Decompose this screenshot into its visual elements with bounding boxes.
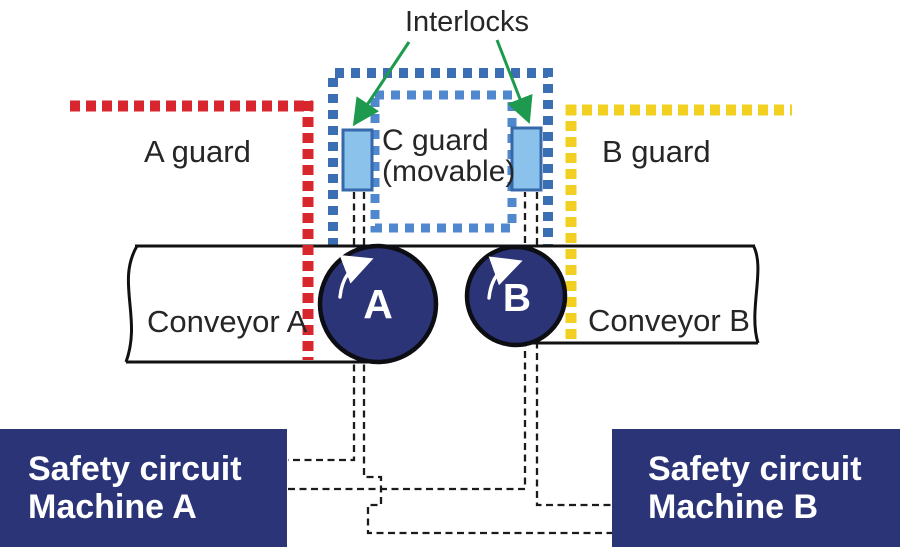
safety-circuit-b-line1: Safety circuit: [648, 450, 862, 488]
interlock-switch-a: [341, 128, 374, 192]
conveyor-a-fill: [126, 246, 378, 362]
conveyor-a-break-edge: [124, 245, 139, 363]
roller-b: [464, 244, 568, 348]
safety-circuit-b-line2: Machine B: [648, 488, 819, 526]
c-guard-inner-fence: [370, 90, 517, 233]
b-guard-label: B guard: [602, 134, 711, 169]
interlock-pointer-right-icon: [495, 39, 533, 124]
conveyor-b-break-edge: [751, 244, 760, 344]
a-guard-fence: [70, 100, 314, 360]
c-guard-label-line2: (movable): [382, 155, 516, 188]
conveyor-b-shape: [518, 244, 760, 345]
roller-a-rotation-arrow-icon: [338, 255, 374, 299]
conveyor-b-label: Conveyor B: [588, 303, 750, 338]
c-guard-label-line1: C guard: [382, 124, 489, 157]
a-guard-label: A guard: [144, 134, 251, 169]
wire-interlock-b-to-machine-a: [288, 192, 527, 491]
safety-circuit-machine-b-box: Safety circuit Machine B: [612, 429, 900, 547]
safety-circuit-a-line1: Safety circuit: [28, 450, 242, 488]
interlocks-label: Interlocks: [404, 6, 530, 38]
roller-b-label: B: [502, 277, 532, 320]
safety-circuit-machine-a-box: Safety circuit Machine A: [0, 429, 287, 547]
safety-circuit-a-line2: Machine A: [28, 488, 197, 526]
conveyor-a-label: Conveyor A: [147, 304, 308, 339]
interlock-pointer-left-icon: [352, 41, 411, 127]
interlock-switch-b: [510, 126, 543, 192]
roller-a-label: A: [363, 281, 393, 327]
wire-interlock-a-to-machine-b: [362, 192, 612, 535]
roller-a: [317, 243, 439, 365]
c-guard-outer-fence: [328, 68, 553, 247]
wire-interlock-a-to-machine-a: [288, 192, 356, 462]
conveyor-b-fill: [518, 245, 758, 343]
b-guard-fence: [565, 104, 792, 343]
c-guard-label: C guard (movable): [382, 125, 515, 187]
conveyor-a-shape: [124, 245, 378, 364]
roller-b-rotation-arrow-icon: [487, 256, 523, 300]
